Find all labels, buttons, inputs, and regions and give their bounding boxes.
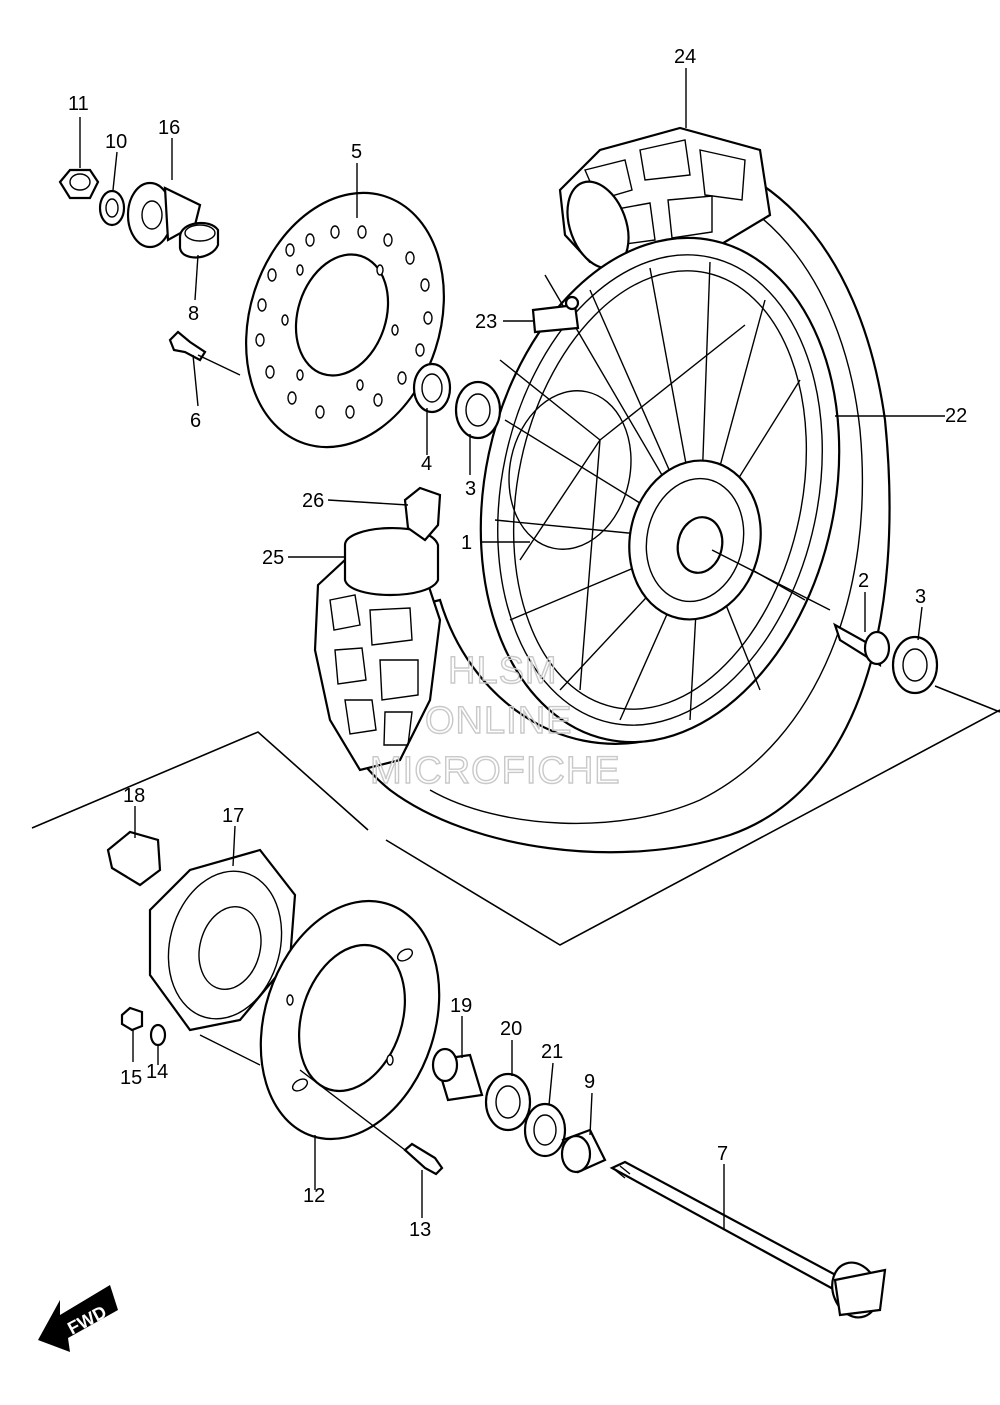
callout-8: 8: [188, 303, 199, 325]
oil-seal-lower: [523, 1102, 567, 1158]
forward-direction-arrow: FWD: [38, 1285, 118, 1352]
callout-22: 22: [945, 405, 967, 427]
rim-band: [403, 486, 442, 542]
callout-26: 26: [302, 490, 324, 512]
lock-washer: [149, 1023, 167, 1047]
leader-lines: [79, 68, 945, 1230]
disc-bolt: [168, 330, 207, 362]
spacer-collar: [178, 221, 220, 259]
callout-21: 21: [541, 1041, 563, 1063]
bearing-upper: [454, 380, 502, 440]
brake-disc: [245, 191, 445, 449]
rubber-damper: [106, 830, 162, 887]
callout-20: 20: [500, 1018, 522, 1040]
callout-25: 25: [262, 547, 284, 569]
wheel-rim: [479, 236, 841, 744]
axle-spacer: [560, 1128, 607, 1174]
callout-16: 16: [158, 117, 180, 139]
callout-17: 17: [222, 805, 244, 827]
assembly-outline: [31, 685, 1000, 946]
callout-12: 12: [303, 1185, 325, 1207]
callout-6: 6: [190, 410, 201, 432]
callout-24: 24: [674, 46, 696, 68]
callout-3-right: 3: [915, 586, 926, 608]
watermark: HLSM ONLINE MICROFICHE: [369, 649, 621, 792]
callout-13: 13: [409, 1219, 431, 1241]
sprocket-bolt: [403, 1142, 444, 1176]
watermark-line-2: ONLINE: [425, 700, 572, 742]
callout-1: 1: [461, 532, 472, 554]
sprocket-mounting-drum: [148, 848, 297, 1032]
callout-3-upper: 3: [465, 478, 476, 500]
watermark-line-1: HLSM: [448, 650, 558, 692]
callout-11: 11: [68, 93, 89, 115]
sprocket-nut: [120, 1006, 144, 1032]
callout-19: 19: [450, 995, 472, 1017]
callout-4: 4: [421, 453, 432, 475]
rim-lock-valve: [531, 295, 580, 334]
sprocket-spacer: [431, 1047, 484, 1102]
callout-9: 9: [584, 1071, 595, 1093]
callout-14: 14: [146, 1061, 168, 1083]
bearing-lower: [484, 1072, 532, 1132]
rear-axle: [609, 1160, 887, 1319]
callout-10: 10: [105, 131, 127, 153]
oil-seal: [412, 362, 452, 414]
tire-tread-front: [313, 527, 442, 772]
watermark-line-3: MICROFICHE: [370, 750, 621, 792]
callout-2: 2: [858, 570, 869, 592]
tire: [313, 126, 891, 854]
callouts: 11 10 16 8 6 5 4 3 24 23 22 26 25 1 2 3 …: [68, 46, 967, 1241]
callout-15: 15: [120, 1067, 142, 1089]
hub-spacer: [833, 622, 891, 667]
washer: [98, 189, 126, 227]
callout-23: 23: [475, 311, 497, 333]
axle-nut: [58, 168, 100, 200]
callout-18: 18: [123, 785, 145, 807]
rear-sprocket: [259, 899, 441, 1141]
bearing-right: [891, 635, 939, 695]
callout-5: 5: [351, 141, 362, 163]
callout-7: 7: [717, 1143, 728, 1165]
